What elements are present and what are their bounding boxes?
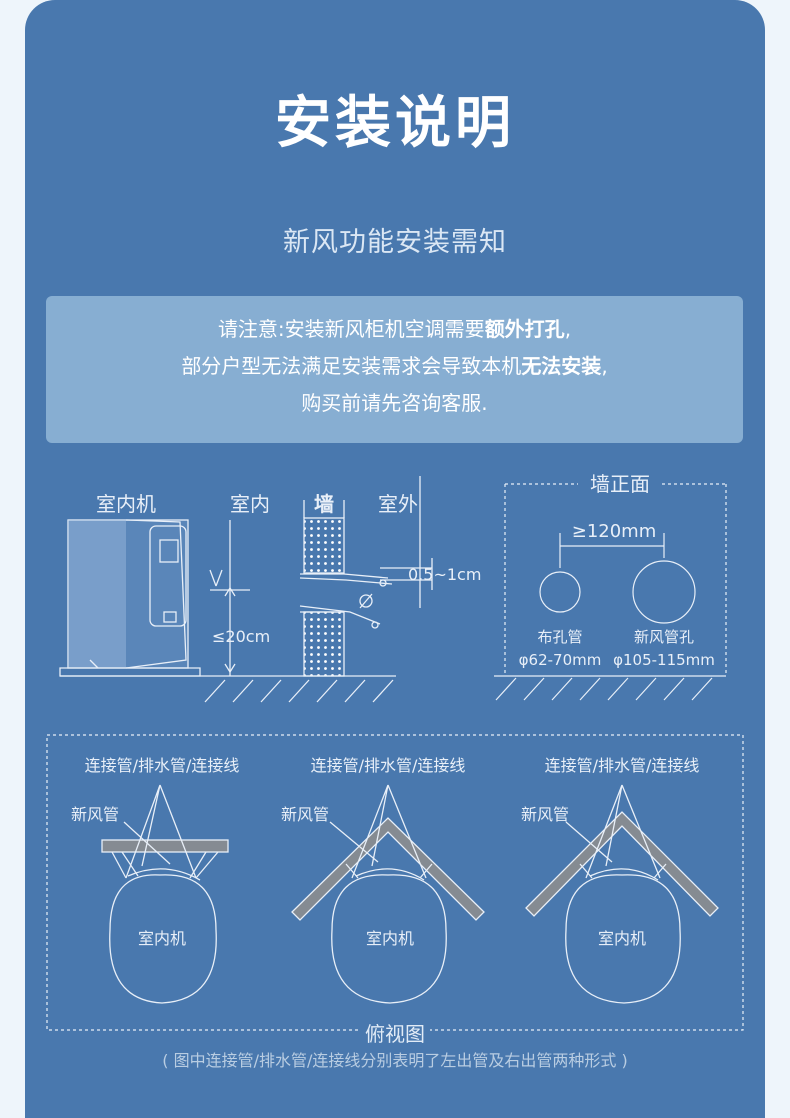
wall-front-title: 墙正面 [590,472,650,496]
top-view-frame [46,734,744,1031]
page-subtitle: 新风功能安装需知 [283,227,507,258]
page-title: 安装说明 [275,91,515,156]
d3-fresh-label: 新风管 [521,805,569,824]
d3-unit-label: 室内机 [598,929,646,948]
d3-pipe-label: 连接管/排水管/连接线 [545,756,700,775]
label-spacing: ≥120mm [572,521,657,542]
top-view-title: 俯视图 [365,1022,425,1046]
top-view-diagram-2 [291,784,485,1004]
notice-line-1: 请注意:安装新风柜机空调需要额外打孔, [217,317,572,341]
water-level-icon [209,569,223,587]
label-outdoor: 室外 [378,492,418,516]
label-indoor: 室内 [230,492,270,516]
notice-box: 请注意:安装新风柜机空调需要额外打孔, 部分户型无法满足安装需求会导致本机无法安… [46,296,743,443]
wall-front-view [494,483,727,701]
label-slope: 0.5~1cm [408,565,481,584]
fresh-air-hole [632,560,696,624]
label-hole1-size: φ62-70mm [519,651,602,669]
label-wall: 墙 [314,492,334,516]
d1-fresh-label: 新风管 [71,805,119,824]
indoor-unit-drawing [59,519,201,677]
d2-unit-label: 室内机 [366,929,414,948]
top-view-diagram-3 [525,784,719,1004]
notice-line-2: 部分户型无法满足安装需求会导致本机无法安装, [181,354,608,378]
content-card [25,0,765,1118]
label-hole2-size: φ105-115mm [613,651,715,669]
d2-pipe-label: 连接管/排水管/连接线 [311,756,466,775]
top-view-diagram-1 [101,784,229,1004]
label-hole2-name: 新风管孔 [634,628,694,646]
label-indoor-unit: 室内机 [96,492,156,516]
cable-hole [539,571,581,613]
d1-pipe-label: 连接管/排水管/连接线 [85,756,240,775]
d1-unit-label: 室内机 [138,929,186,948]
notice-line-3: 购买前请先咨询客服. [301,391,488,415]
label-hole1-name: 布孔管 [537,628,582,646]
top-view-note: ( 图中连接管/排水管/连接线分别表明了左出管及右出管两种形式 ) [162,1051,628,1070]
label-height: ≤20cm [212,627,270,646]
height-arrows [224,586,236,674]
side-view [59,476,433,703]
d2-fresh-label: 新风管 [281,805,329,824]
